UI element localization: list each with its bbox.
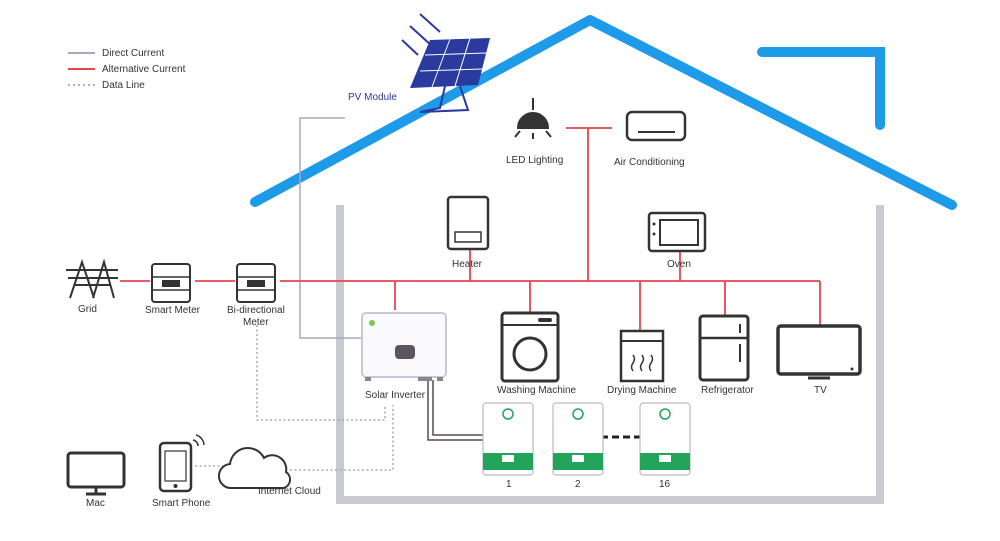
smart-meter-label: Smart Meter (145, 305, 201, 316)
legend-ac-label: Alternative Current (102, 64, 186, 75)
internet-cloud-label: Internet Cloud (258, 486, 321, 497)
roof (250, 15, 957, 210)
battery-2-icon (552, 402, 604, 476)
house-walls (336, 205, 884, 504)
refrigerator-label: Refrigerator (701, 385, 754, 396)
air-conditioning-label: Air Conditioning (614, 157, 685, 168)
drying-machine-label: Drying Machine (607, 385, 677, 396)
solar-inverter-icon (361, 312, 447, 381)
chimney (757, 47, 885, 130)
oven-label: Oven (667, 259, 691, 270)
battery-16-label: 16 (659, 479, 671, 490)
bi-meter-label-1: Bi-directional (227, 305, 285, 316)
smart-phone-icon (158, 434, 205, 493)
legend-dc-label: Direct Current (102, 48, 164, 59)
heater-icon (446, 195, 490, 251)
mac-monitor-icon (66, 451, 126, 496)
legend: Direct Current Alternative Current Data … (68, 48, 186, 91)
battery-1-icon (482, 402, 534, 476)
dc-line (299, 117, 362, 339)
smart-phone-label: Smart Phone (152, 498, 211, 509)
solar-inverter-label: Solar Inverter (365, 390, 426, 401)
pv-module-icon (401, 13, 490, 113)
dc-battery-line-2 (432, 380, 483, 436)
smart-meter-icon (151, 263, 191, 303)
battery-2-label: 2 (575, 479, 581, 490)
legend-data-label: Data Line (102, 80, 145, 91)
heater-label: Heater (452, 259, 483, 270)
washing-machine-label: Washing Machine (497, 385, 577, 396)
dc-battery-line (427, 380, 483, 441)
washing-machine-icon (500, 311, 560, 383)
refrigerator-icon (698, 314, 750, 382)
pv-module-label: PV Module (348, 92, 397, 103)
internet-cloud-icon (218, 447, 291, 490)
air-conditioner-icon (625, 110, 687, 142)
ac-lines (120, 127, 821, 330)
bi-directional-meter-icon (236, 263, 276, 303)
data-lines (195, 325, 394, 471)
grid-label: Grid (78, 304, 97, 315)
grid-tower-icon (66, 258, 118, 299)
battery-16-icon (639, 402, 691, 476)
oven-icon (647, 211, 707, 253)
tv-label: TV (814, 385, 827, 396)
led-lighting-icon (514, 98, 552, 139)
bi-meter-label-2: Meter (243, 317, 269, 328)
drying-machine-icon (619, 329, 665, 383)
battery-1-label: 1 (506, 479, 512, 490)
led-lighting-label: LED Lighting (506, 155, 563, 166)
mac-label: Mac (86, 498, 105, 509)
tv-icon (776, 324, 862, 380)
